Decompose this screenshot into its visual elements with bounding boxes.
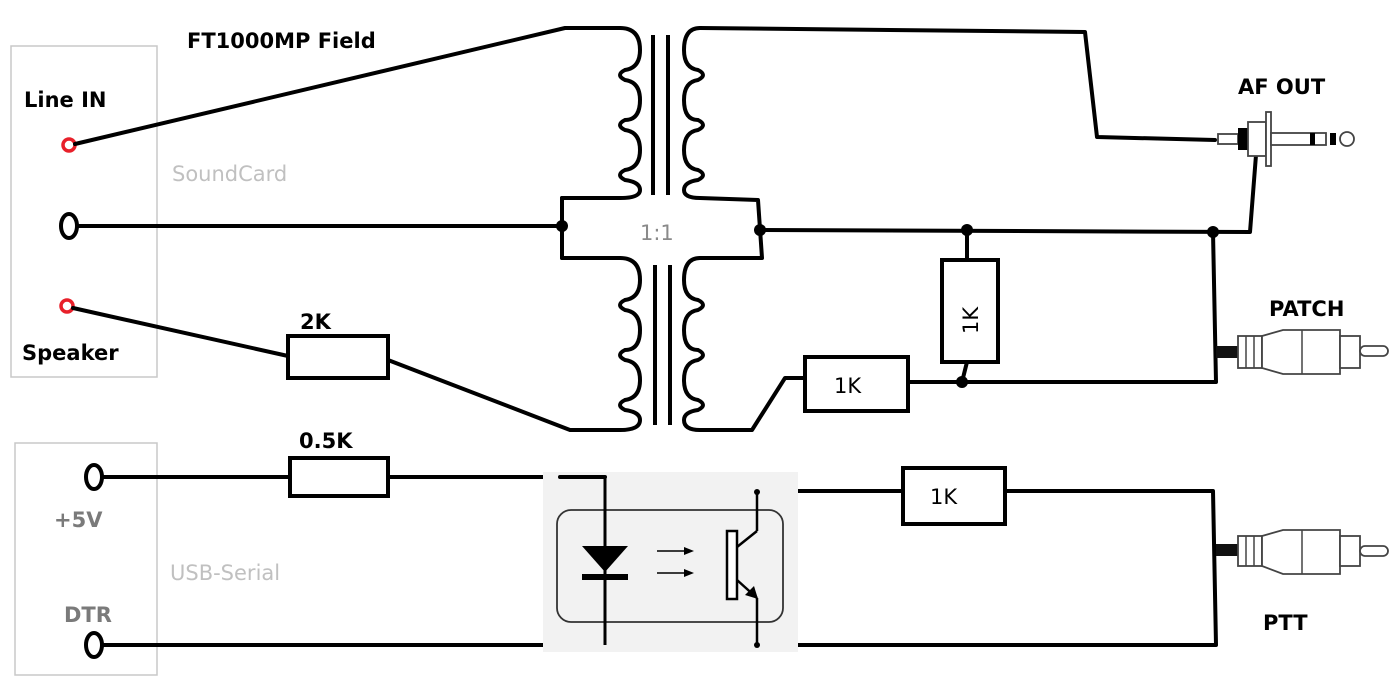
usb-serial-box [14, 442, 158, 676]
af-out-label: AF OUT [1238, 75, 1326, 99]
ground-terminal[interactable] [59, 212, 79, 240]
resistor-vertical-1k-label: 1K [959, 306, 983, 334]
plus5v-label: +5V [54, 508, 103, 532]
speaker-terminal[interactable] [59, 298, 75, 314]
optocoupler [543, 472, 798, 652]
resistor-ptt-1k-label: 1K [930, 485, 958, 509]
plus5v-terminal[interactable] [84, 463, 104, 491]
resistor-2k-label: 2K [300, 310, 332, 334]
title-label: FT1000MP Field [187, 29, 376, 53]
transformer-ratio: 1:1 [640, 221, 674, 245]
resistor-0.5k-label: 0.5K [299, 429, 353, 453]
resistor-patch-1k [803, 355, 910, 413]
arrow-icon [684, 547, 694, 555]
line-in-terminal[interactable] [61, 137, 77, 153]
patch-rca-plug-icon[interactable] [1216, 329, 1389, 375]
resistor-ptt-1k [901, 466, 1007, 526]
junction-dot [1207, 226, 1219, 238]
junction-dot [754, 224, 766, 236]
dtr-label: DTR [64, 603, 112, 627]
junction-dot [961, 224, 973, 236]
transformer [618, 26, 705, 432]
dtr-terminal[interactable] [84, 631, 104, 659]
arrow-icon [684, 569, 694, 577]
af-out-jack-icon[interactable] [1217, 111, 1355, 167]
line-in-label: Line IN [24, 88, 106, 112]
resistor-vertical-1k [940, 258, 1000, 364]
speaker-label: Speaker [22, 341, 119, 365]
usb-serial-label: USB-Serial [170, 561, 280, 585]
resistor-2k [286, 334, 390, 380]
soundcard-label: SoundCard [172, 162, 287, 186]
resistor-0.5k [288, 456, 390, 498]
phototransistor-icon [725, 529, 739, 601]
soundcard-box [10, 45, 158, 378]
ptt-label: PTT [1263, 611, 1308, 635]
junction-dot [556, 220, 568, 232]
resistor-patch-1k-label: 1K [834, 374, 862, 398]
patch-label: PATCH [1269, 297, 1344, 321]
led-icon [582, 546, 628, 572]
junction-dot [956, 376, 968, 388]
ptt-rca-plug-icon[interactable] [1216, 529, 1389, 575]
